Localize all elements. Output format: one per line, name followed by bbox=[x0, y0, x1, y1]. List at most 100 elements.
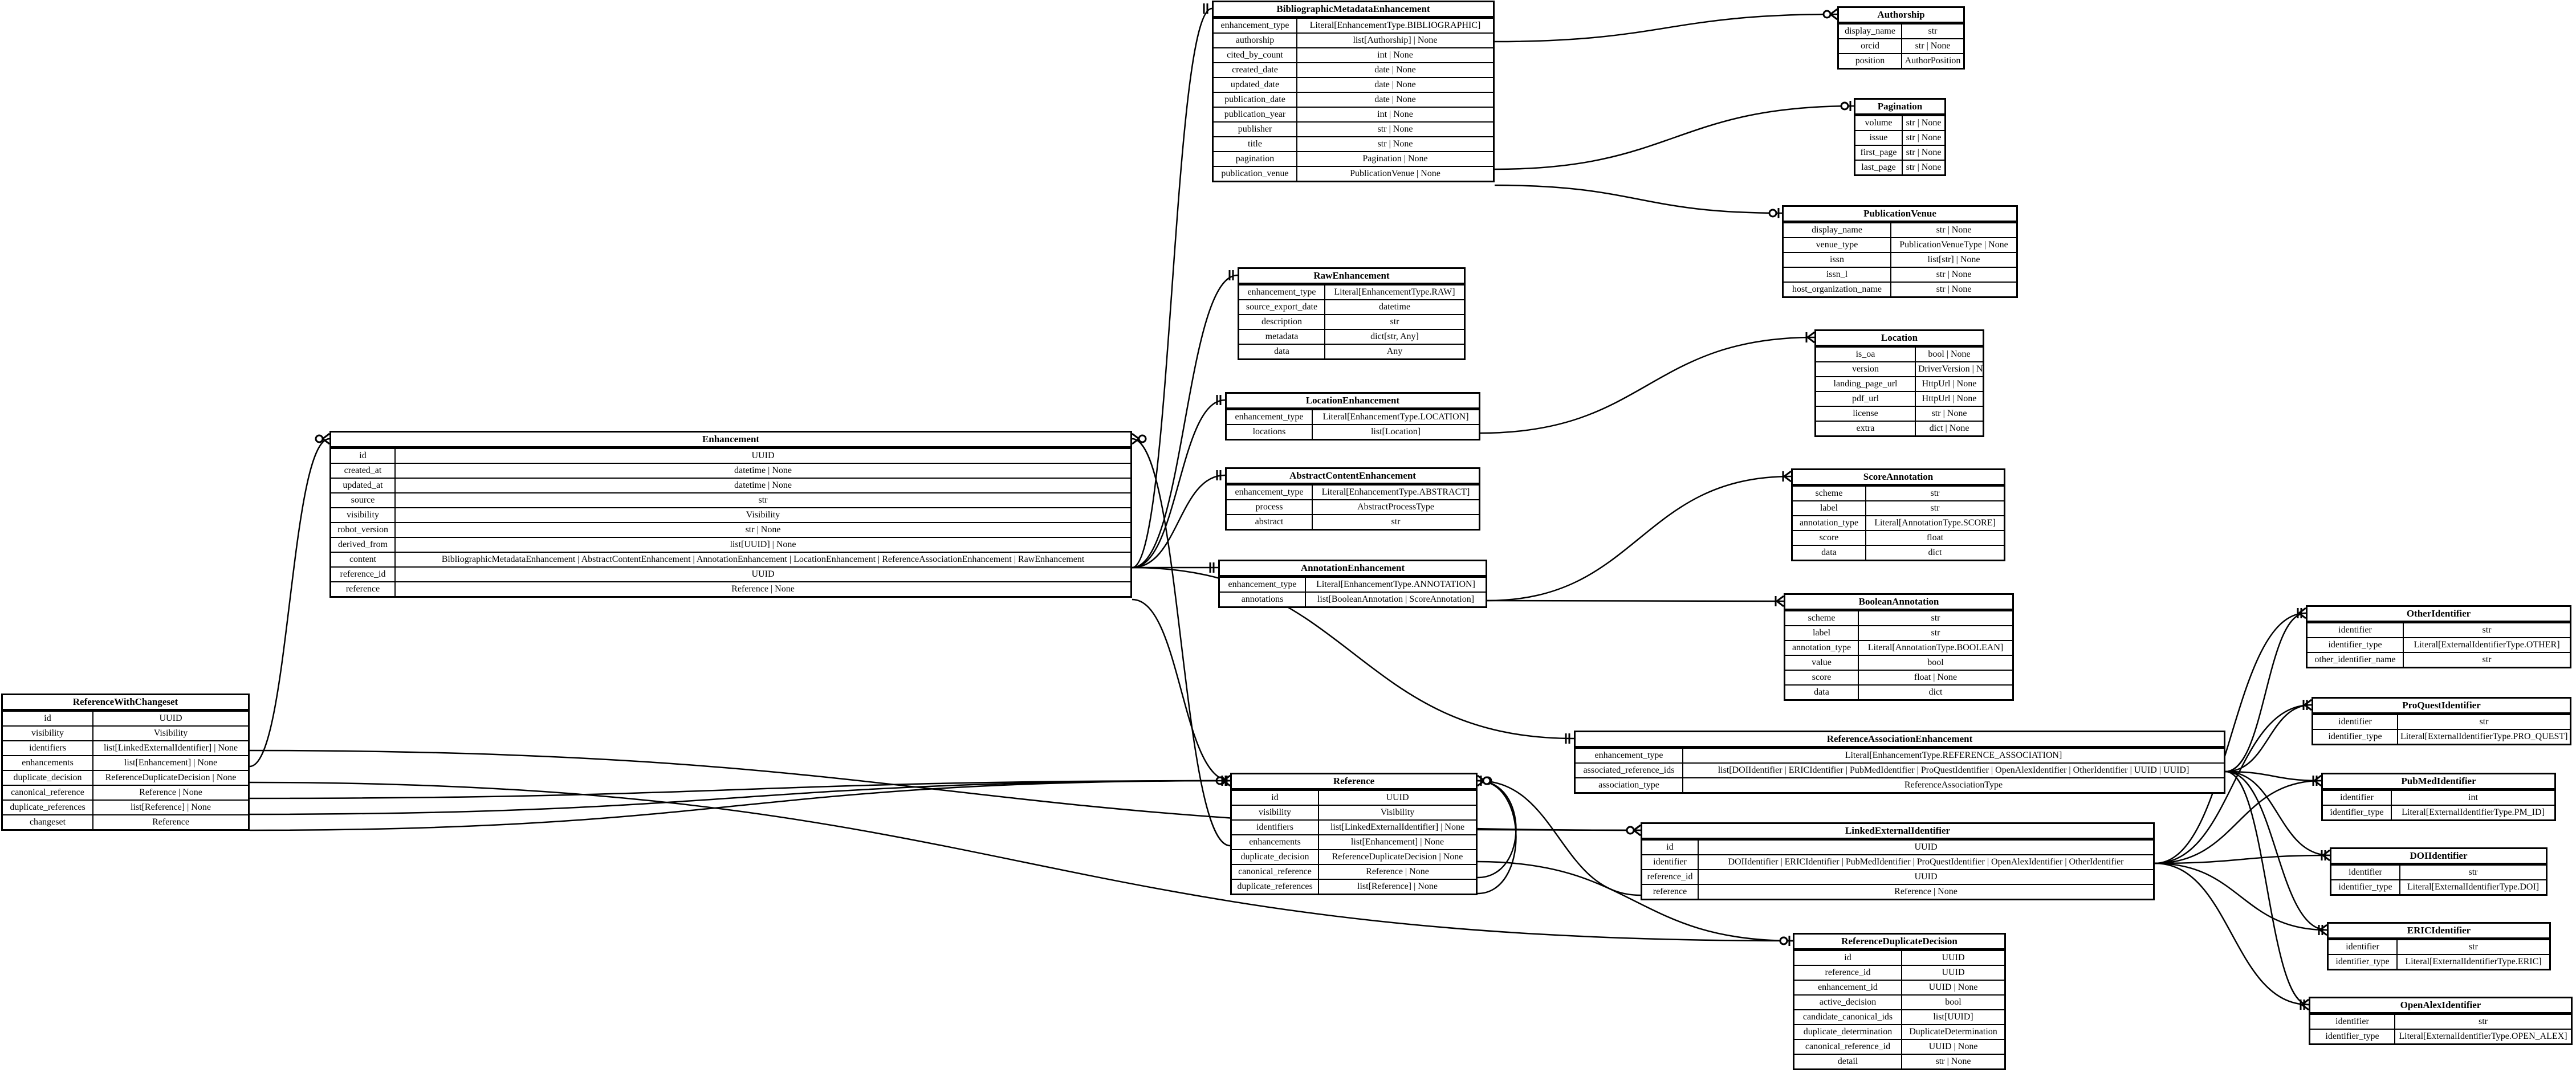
relation-reference-association-enhancement-to-pub-med-identifier bbox=[2225, 770, 2322, 787]
field-name: cited_by_count bbox=[1214, 47, 1297, 63]
field-type: dict bbox=[1865, 545, 2004, 560]
field-type: PublicationVenue | None bbox=[1296, 166, 1493, 181]
field-type: dict bbox=[1858, 684, 2012, 699]
field-name: id bbox=[1642, 839, 1699, 855]
field-type: AuthorPosition bbox=[1901, 53, 1963, 68]
field-type: DriverVersion | None bbox=[1915, 361, 1983, 377]
field-type: date | None bbox=[1296, 77, 1493, 93]
relation-enhancement-to-raw-enhancement bbox=[1132, 270, 1238, 569]
field-type: Literal[EnhancementType.ABSTRACT] bbox=[1312, 484, 1479, 500]
field-name: annotations bbox=[1220, 592, 1306, 606]
entity-title: ProQuestIdentifier bbox=[2313, 699, 2570, 714]
field-name: reference_id bbox=[331, 566, 396, 582]
field-name: derived_from bbox=[331, 537, 396, 553]
field-type: float bbox=[1865, 530, 2004, 546]
entity-title: Authorship bbox=[1839, 8, 1963, 23]
field-name: label bbox=[1785, 625, 1859, 641]
field-name: identifier bbox=[1642, 854, 1699, 870]
field-name: duplicate_determination bbox=[1794, 1024, 1902, 1040]
field-name: process bbox=[1227, 499, 1313, 515]
field-name: value bbox=[1785, 655, 1859, 671]
field-type: UUID bbox=[1901, 950, 2004, 966]
field-type: DuplicateDetermination bbox=[1901, 1024, 2004, 1040]
entity-title: Reference bbox=[1232, 774, 1476, 790]
field-name: data bbox=[1785, 684, 1859, 699]
field-type: Literal[EnhancementType.BIBLIOGRAPHIC] bbox=[1296, 18, 1493, 34]
entity-title: LocationEnhancement bbox=[1227, 394, 1479, 409]
field-name: identifier_type bbox=[2329, 954, 2398, 969]
field-name: data bbox=[1793, 545, 1866, 560]
field-name: data bbox=[1239, 344, 1325, 358]
field-name: enhancements bbox=[1232, 834, 1319, 850]
field-name: id bbox=[1232, 790, 1319, 806]
field-type: Literal[ExternalIdentifierType.OPEN_ALEX… bbox=[2394, 1029, 2571, 1043]
field-name: publication_year bbox=[1214, 107, 1297, 123]
field-name: reference bbox=[1642, 884, 1699, 899]
field-type: HttpUrl | None bbox=[1915, 391, 1983, 407]
field-name: content bbox=[331, 552, 396, 568]
entity-title: ScoreAnnotation bbox=[1793, 470, 2004, 486]
field-type: list[Reference] | None bbox=[1318, 879, 1476, 894]
field-name: active_decision bbox=[1794, 994, 1902, 1010]
field-type: list[DOIIdentifier | ERICIdentifier | Pu… bbox=[1682, 762, 2224, 778]
field-name: publisher bbox=[1214, 121, 1297, 137]
field-name: publication_venue bbox=[1214, 166, 1297, 181]
field-type: str | None bbox=[1902, 130, 1944, 146]
field-type: ReferenceDuplicateDecision | None bbox=[92, 770, 248, 786]
field-name: detail bbox=[1794, 1054, 1902, 1068]
field-name: created_date bbox=[1214, 62, 1297, 78]
field-name: updated_at bbox=[331, 478, 396, 493]
field-name: enhancement_type bbox=[1220, 577, 1306, 593]
field-name: canonical_reference bbox=[3, 785, 93, 801]
entity-title: PublicationVenue bbox=[1784, 207, 2016, 222]
